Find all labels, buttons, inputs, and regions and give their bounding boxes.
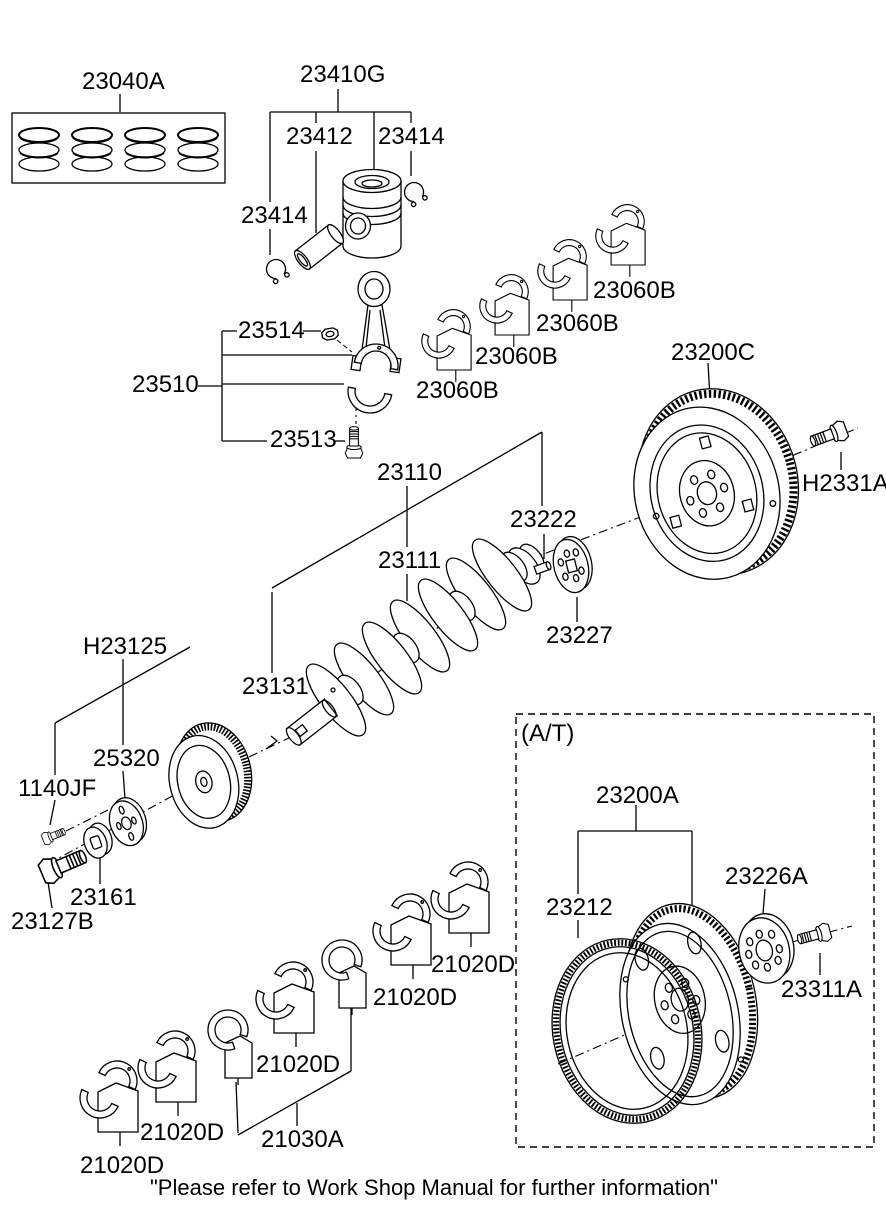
label-main-bearing: 21020D bbox=[256, 1051, 341, 1078]
label-main-bearing: 21020D bbox=[431, 951, 516, 978]
label-at-adapter-plate: 23226A bbox=[725, 863, 808, 890]
at-adapter-plate-drawing bbox=[738, 913, 795, 984]
workshop-manual-note: "Please refer to Work Shop Manual for fu… bbox=[150, 1175, 718, 1200]
thrust-washer-drawing bbox=[321, 939, 367, 1016]
snap-ring-drawing-left bbox=[262, 255, 292, 286]
label-piston-assy: 23410G bbox=[300, 61, 386, 88]
label-main-bearing: 21020D bbox=[373, 984, 458, 1011]
label-at-option: (A/T) bbox=[521, 720, 575, 747]
label-crankshaft-assy: 23110 bbox=[377, 459, 442, 486]
label-dowel-pin: 23222 bbox=[510, 506, 577, 533]
rod-bearing-drawing bbox=[415, 303, 477, 383]
thrust-washer-drawing bbox=[207, 1009, 253, 1086]
connecting-rod-drawing bbox=[347, 270, 402, 414]
crankshaft-drawing bbox=[285, 538, 545, 747]
label-pulley-bolt: 23127B bbox=[11, 908, 94, 935]
label-rod-bearing: 23060B bbox=[475, 343, 558, 370]
main-bearing-drawing bbox=[72, 1053, 145, 1147]
pulley-bolt-drawing bbox=[36, 842, 92, 887]
main-bearing-drawing bbox=[423, 854, 496, 948]
driveplate-bolt-drawing bbox=[794, 921, 833, 950]
label-snap-ring-left: 23414 bbox=[241, 202, 308, 229]
main-bearing-drawing bbox=[248, 954, 321, 1048]
label-crank-front-end: 23131 bbox=[242, 673, 309, 700]
pulley-drawing bbox=[168, 722, 253, 829]
label-crank-adapter: 23227 bbox=[546, 622, 613, 649]
label-main-bearing: 21020D bbox=[80, 1152, 165, 1179]
rod-bearing-drawing bbox=[531, 233, 593, 313]
ring-gear-drawing bbox=[551, 938, 703, 1124]
label-rod-bearing: 23060B bbox=[593, 277, 676, 304]
label-piston-ring-set: 23040A bbox=[82, 68, 165, 95]
label-rod-bolt: 23513 bbox=[270, 426, 337, 453]
label-damper-pulley: H23125 bbox=[83, 633, 168, 660]
label-flywheel-bolt: H2331A bbox=[802, 470, 886, 497]
flange-bolt-drawing bbox=[40, 824, 68, 847]
label-pulley-flange: 25320 bbox=[93, 745, 160, 772]
dowel-pin-drawing bbox=[533, 561, 552, 575]
flywheel-drawing bbox=[633, 388, 800, 580]
pulley-washer-drawing bbox=[83, 822, 113, 859]
piston-pin-drawing bbox=[293, 223, 345, 271]
pulley-flange-drawing bbox=[108, 797, 148, 847]
label-driveplate-assy: 23200A bbox=[596, 782, 679, 809]
axis-arrowhead bbox=[265, 735, 279, 750]
label-driveplate-bolt: 23311A bbox=[781, 976, 862, 1003]
rod-bearing-drawing bbox=[589, 198, 651, 278]
label-flange-bolt: 1140JF bbox=[18, 775, 97, 802]
label-connecting-rod: 23510 bbox=[132, 371, 199, 398]
label-snap-ring-right: 23414 bbox=[378, 123, 445, 150]
rod-bolt-drawing bbox=[344, 426, 364, 459]
main-bearing-drawing bbox=[130, 1023, 203, 1117]
label-pulley-washer: 23161 bbox=[70, 884, 137, 911]
label-rod-bearing: 23060B bbox=[416, 377, 499, 404]
label-crankshaft: 23111 bbox=[378, 547, 442, 574]
rod-nut-drawing bbox=[320, 327, 340, 341]
piston-ring-set-drawing bbox=[11, 112, 226, 184]
label-piston-pin: 23412 bbox=[286, 123, 353, 150]
crank-adapter-plate-drawing bbox=[552, 535, 593, 594]
label-ring-gear: 23212 bbox=[546, 894, 613, 921]
label-rod-bearing: 23060B bbox=[536, 310, 619, 337]
main-bearing-drawing bbox=[365, 886, 438, 980]
piston-drawing bbox=[342, 168, 402, 259]
label-rod-nut: 23514 bbox=[238, 317, 305, 344]
snap-ring-drawing-right bbox=[400, 178, 430, 209]
label-main-bearing: 21020D bbox=[140, 1119, 225, 1146]
label-flywheel: 23200C bbox=[671, 339, 756, 366]
rod-bearing-drawing bbox=[473, 268, 535, 348]
leader-lines bbox=[47, 89, 842, 1136]
label-thrust-washer-set: 21030A bbox=[261, 1126, 344, 1153]
